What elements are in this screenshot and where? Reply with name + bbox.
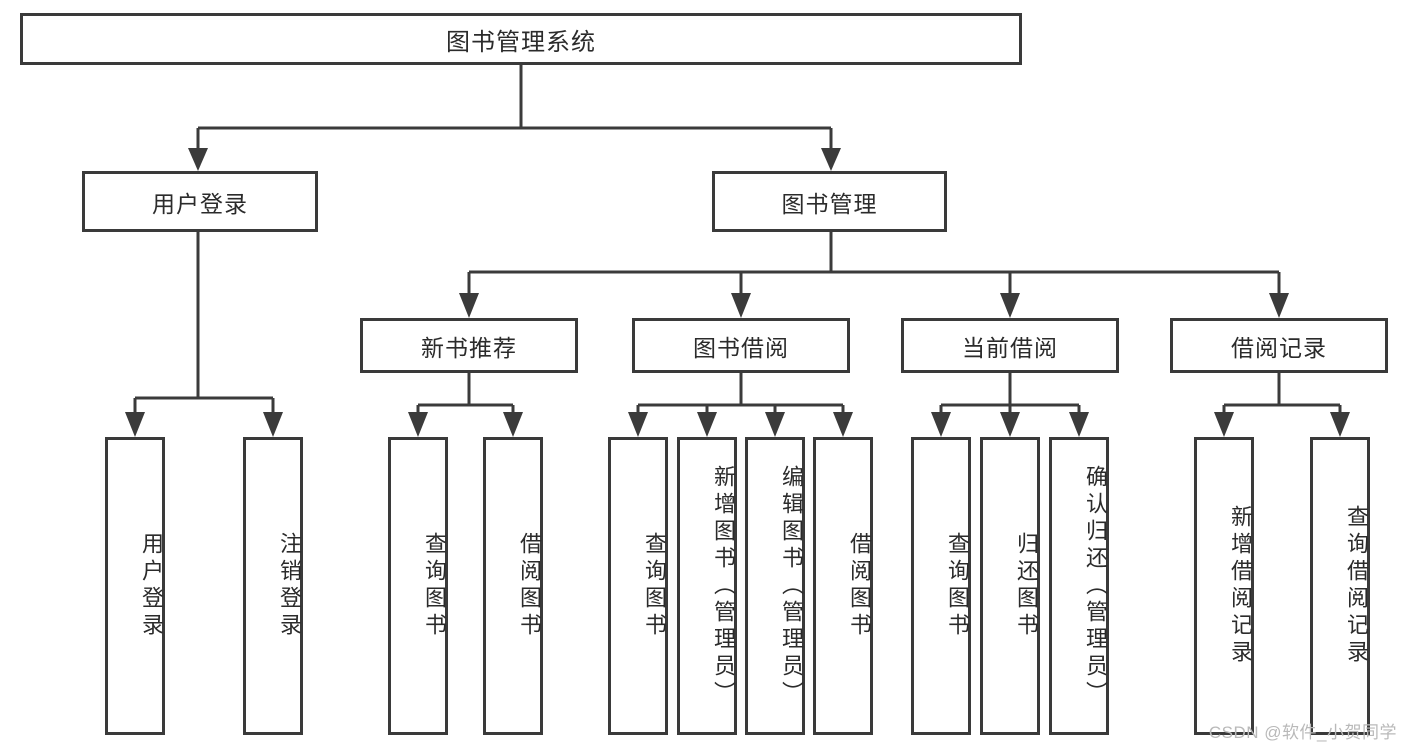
- leaf-current-confirm-admin-label: 确认归还（管理员）: [1083, 464, 1108, 708]
- arrow-borrow-l2: [697, 412, 717, 437]
- node-new-book-recommend-label: 新书推荐: [421, 334, 517, 361]
- leaf-borrow-borrow[interactable]: 借阅图书: [813, 437, 873, 735]
- node-book-borrow-label: 图书借阅: [693, 334, 789, 361]
- arrow-bookmgmt-c4: [1269, 293, 1289, 318]
- leaf-newbook-borrow-label: 借阅图书: [517, 532, 542, 640]
- leaf-record-add[interactable]: 新增借阅记录: [1194, 437, 1254, 735]
- node-new-book-recommend[interactable]: 新书推荐: [360, 318, 578, 373]
- leaf-newbook-query[interactable]: 查询图书: [388, 437, 448, 735]
- arrow-borrow-l3: [765, 412, 785, 437]
- node-book-management[interactable]: 图书管理: [712, 171, 947, 232]
- node-root-label: 图书管理系统: [446, 28, 596, 56]
- leaf-record-query-label: 查询借阅记录: [1344, 505, 1369, 667]
- arrow-root-to-userlogin: [188, 148, 208, 171]
- leaf-record-query[interactable]: 查询借阅记录: [1310, 437, 1370, 735]
- leaf-current-query[interactable]: 查询图书: [911, 437, 971, 735]
- leaf-borrow-edit-admin-label: 编辑图书（管理员）: [779, 464, 804, 708]
- arrow-userlogin-leaf1: [125, 412, 145, 437]
- arrow-borrow-l1: [628, 412, 648, 437]
- node-user-login-label: 用户登录: [152, 190, 248, 217]
- leaf-user-login-signin-label: 用户登录: [139, 532, 164, 640]
- node-book-borrow[interactable]: 图书借阅: [632, 318, 850, 373]
- leaf-record-add-label: 新增借阅记录: [1228, 505, 1253, 667]
- node-current-borrow[interactable]: 当前借阅: [901, 318, 1119, 373]
- leaf-user-login-signout-label: 注销登录: [277, 532, 302, 640]
- node-root[interactable]: 图书管理系统: [20, 13, 1022, 65]
- arrow-bookmgmt-c1: [459, 293, 479, 318]
- arrow-userlogin-leaf2: [263, 412, 283, 437]
- leaf-borrow-add-admin-label: 新增图书（管理员）: [711, 464, 736, 708]
- arrow-root-to-bookmgmt: [821, 148, 841, 171]
- arrow-bookmgmt-c2: [731, 293, 751, 318]
- leaf-borrow-query[interactable]: 查询图书: [608, 437, 668, 735]
- arrow-record-l2: [1330, 412, 1350, 437]
- arrow-newbook-l1: [408, 412, 428, 437]
- arrow-current-l1: [931, 412, 951, 437]
- leaf-borrow-borrow-label: 借阅图书: [847, 532, 872, 640]
- leaf-newbook-borrow[interactable]: 借阅图书: [483, 437, 543, 735]
- leaf-current-return-label: 归还图书: [1014, 532, 1039, 640]
- leaf-borrow-add-admin[interactable]: 新增图书（管理员）: [677, 437, 737, 735]
- arrow-current-l3: [1069, 412, 1089, 437]
- leaf-borrow-query-label: 查询图书: [642, 532, 667, 640]
- arrow-current-l2: [1000, 412, 1020, 437]
- arrow-newbook-l2: [503, 412, 523, 437]
- leaf-current-confirm-admin[interactable]: 确认归还（管理员）: [1049, 437, 1109, 735]
- leaf-borrow-edit-admin[interactable]: 编辑图书（管理员）: [745, 437, 805, 735]
- arrow-bookmgmt-c3: [1000, 293, 1020, 318]
- node-book-management-label: 图书管理: [781, 190, 878, 217]
- arrow-record-l1: [1214, 412, 1234, 437]
- node-user-login[interactable]: 用户登录: [82, 171, 318, 232]
- leaf-newbook-query-label: 查询图书: [422, 532, 447, 640]
- leaf-current-return[interactable]: 归还图书: [980, 437, 1040, 735]
- leaf-current-query-label: 查询图书: [945, 532, 970, 640]
- watermark: CSDN @软件_小贺同学: [1208, 723, 1397, 742]
- leaf-user-login-signout[interactable]: 注销登录: [243, 437, 303, 735]
- node-borrow-record-label: 借阅记录: [1231, 334, 1327, 361]
- node-borrow-record[interactable]: 借阅记录: [1170, 318, 1388, 373]
- node-current-borrow-label: 当前借阅: [962, 334, 1058, 361]
- leaf-user-login-signin[interactable]: 用户登录: [105, 437, 165, 735]
- arrow-borrow-l4: [833, 412, 853, 437]
